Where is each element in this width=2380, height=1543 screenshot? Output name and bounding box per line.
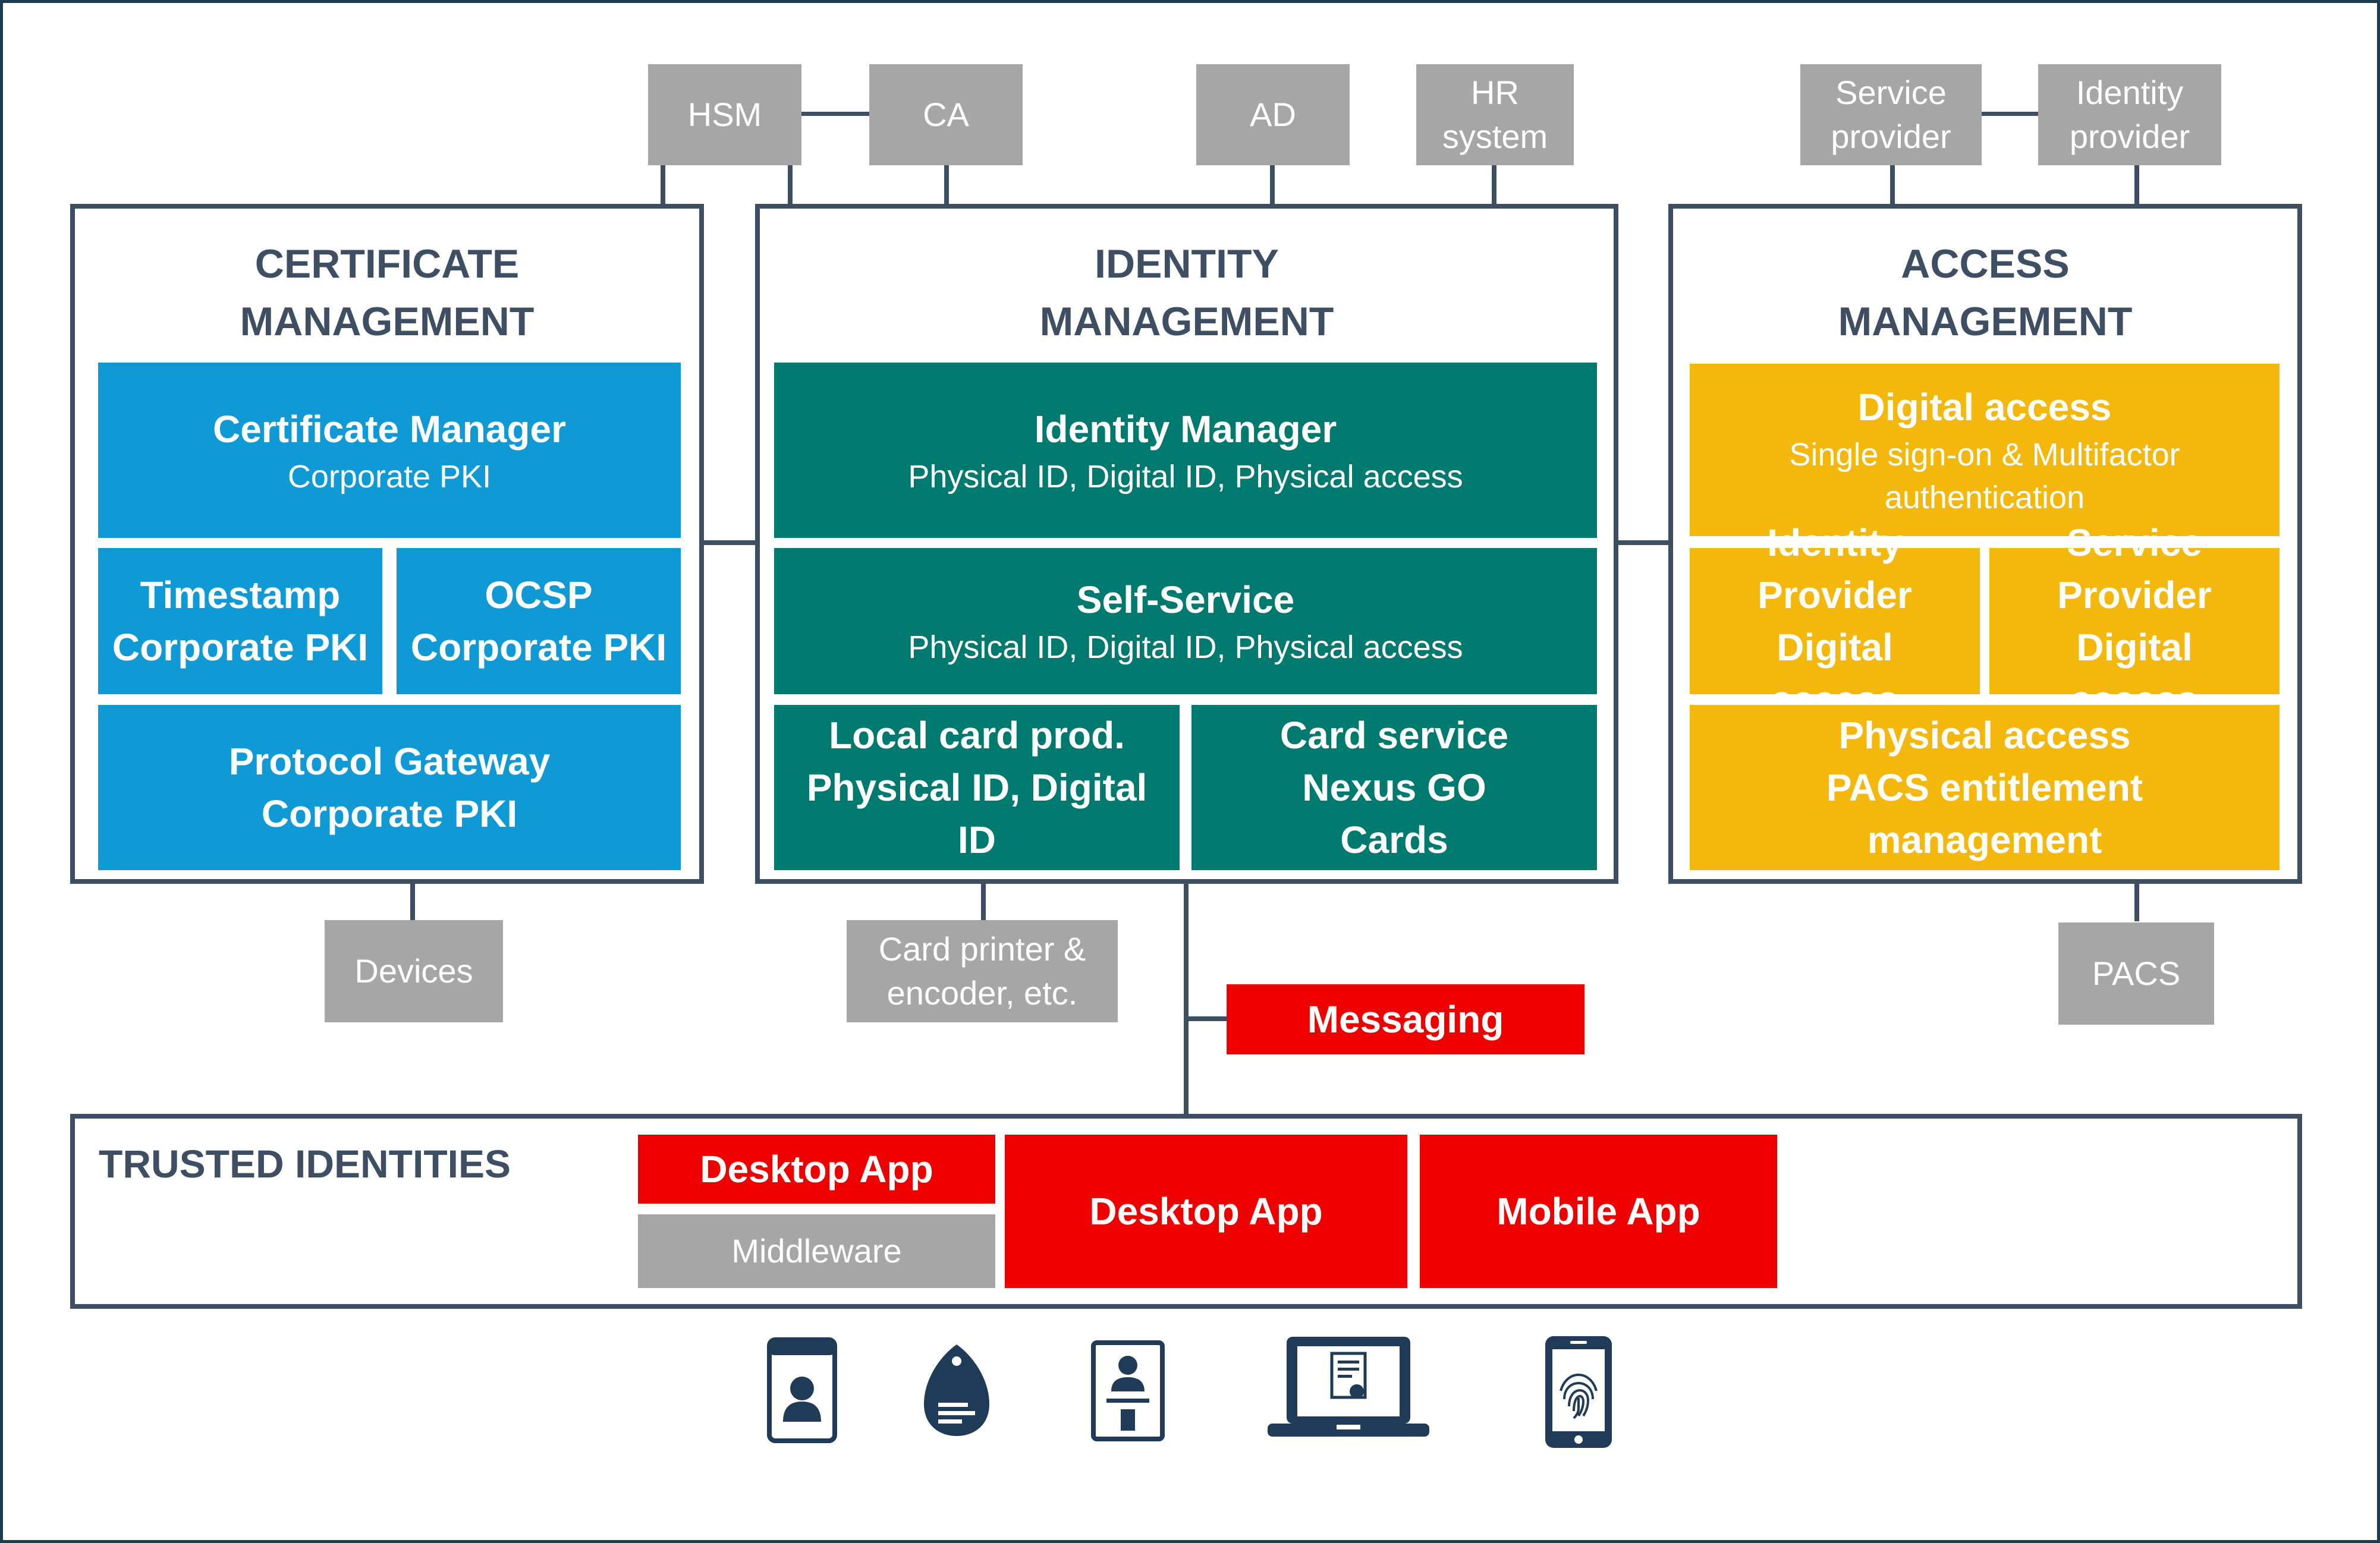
connector-identity-access: [1617, 540, 1671, 545]
id-card-icon: [1091, 1340, 1165, 1441]
local-card-prod-box: Local card prod. Physical ID, Digital ID: [774, 705, 1180, 870]
certificate-manager-title: Certificate Manager: [213, 407, 566, 451]
service-provider-access-title: Service Provider Digital access: [2057, 521, 2212, 721]
digital-access-title: Digital access: [1857, 386, 2112, 429]
identity-manager-title: Identity Manager: [1034, 407, 1337, 451]
physical-access-box: Physical access PACS entitlement managem…: [1690, 705, 2280, 870]
identity-provider-access-title: Identity Provider Digital access: [1758, 521, 1912, 721]
smartphone-fingerprint-icon: [1543, 1334, 1614, 1450]
digital-access-box: Digital access Single sign-on & Multifac…: [1690, 364, 2280, 536]
connector-hsm-identity: [788, 163, 793, 206]
connector-access-pacs: [2134, 882, 2139, 921]
connector-cert-identity: [700, 540, 760, 545]
digital-access-subtitle: Single sign-on & Multifactor authenticat…: [1789, 437, 2180, 515]
messaging-box: Messaging: [1227, 984, 1584, 1054]
identity-provider-box: Identity provider: [2038, 64, 2221, 165]
hsm-box: HSM: [648, 64, 801, 165]
pacs-box: PACS: [2058, 922, 2214, 1025]
connector-ad-identity: [1270, 163, 1275, 206]
card-service-box: Card service Nexus GO Cards: [1191, 705, 1597, 870]
trusted-identities-title: TRUSTED IDENTITIES: [99, 1142, 511, 1186]
certificate-management-title: CERTIFICATE MANAGEMENT: [240, 241, 535, 344]
devices-box: Devices: [325, 920, 503, 1022]
ocsp-title: OCSP Corporate PKI: [410, 574, 667, 669]
protocol-gateway-box: Protocol Gateway Corporate PKI: [98, 705, 681, 870]
identity-management-title: IDENTITY MANAGEMENT: [1039, 241, 1334, 344]
local-card-prod-title: Local card prod. Physical ID, Digital ID: [806, 714, 1147, 861]
identity-provider-access-box: Identity Provider Digital access: [1690, 521, 1980, 721]
self-service-title: Self-Service: [1076, 578, 1295, 621]
key-fob-icon: [922, 1342, 992, 1438]
self-service-box: Self-Service Physical ID, Digital ID, Ph…: [774, 548, 1597, 694]
messaging-label: Messaging: [1307, 998, 1504, 1041]
id-badge-icon: [767, 1337, 837, 1443]
certificate-manager-box: Certificate Manager Corporate PKI: [98, 363, 681, 538]
connector-identity-trusted: [1184, 882, 1189, 1117]
timestamp-box: Timestamp Corporate PKI: [98, 548, 382, 694]
service-provider-access-box: Service Provider Digital access: [1989, 521, 2280, 721]
ca-box: CA: [869, 64, 1023, 165]
card-service-title: Card service Nexus GO Cards: [1279, 714, 1509, 861]
hr-system-box: HR system: [1416, 64, 1574, 165]
middleware-box: Middleware: [638, 1214, 995, 1288]
timestamp-title: Timestamp Corporate PKI: [112, 574, 369, 669]
connector-sp-access: [1890, 163, 1895, 206]
connector-hr-identity: [1492, 163, 1496, 206]
desktop-app-box: Desktop App: [1005, 1135, 1407, 1288]
certificate-manager-subtitle: Corporate PKI: [287, 458, 492, 495]
service-provider-box: Service provider: [1800, 64, 1982, 165]
mobile-app-label: Mobile App: [1496, 1190, 1700, 1233]
connector-messaging: [1184, 1016, 1228, 1021]
desktop-app-small-box: Desktop App: [638, 1135, 995, 1204]
connector-ca-identity: [944, 163, 949, 206]
self-service-subtitle: Physical ID, Digital ID, Physical access: [908, 629, 1463, 665]
ad-box: AD: [1196, 64, 1350, 165]
identity-manager-box: Identity Manager Physical ID, Digital ID…: [774, 363, 1597, 538]
desktop-app-small-label: Desktop App: [700, 1148, 933, 1191]
connector-hsm-ca: [800, 112, 871, 116]
laptop-certificate-icon: [1266, 1334, 1430, 1444]
ocsp-box: OCSP Corporate PKI: [397, 548, 681, 694]
mobile-app-box: Mobile App: [1420, 1135, 1777, 1288]
connector-hsm-cert: [661, 163, 665, 206]
connector-sp-idp: [1980, 112, 2039, 116]
connector-cert-devices: [410, 882, 415, 921]
desktop-app-label: Desktop App: [1089, 1190, 1323, 1233]
physical-access-title: Physical access PACS entitlement managem…: [1826, 714, 2143, 861]
card-printer-box: Card printer & encoder, etc.: [847, 920, 1118, 1022]
access-management-title: ACCESS MANAGEMENT: [1838, 241, 2133, 344]
connector-idp-access: [2134, 163, 2139, 206]
protocol-gateway-title: Protocol Gateway Corporate PKI: [228, 740, 551, 835]
identity-manager-subtitle: Physical ID, Digital ID, Physical access: [908, 458, 1463, 495]
connector-cardprod-printer: [981, 882, 986, 921]
